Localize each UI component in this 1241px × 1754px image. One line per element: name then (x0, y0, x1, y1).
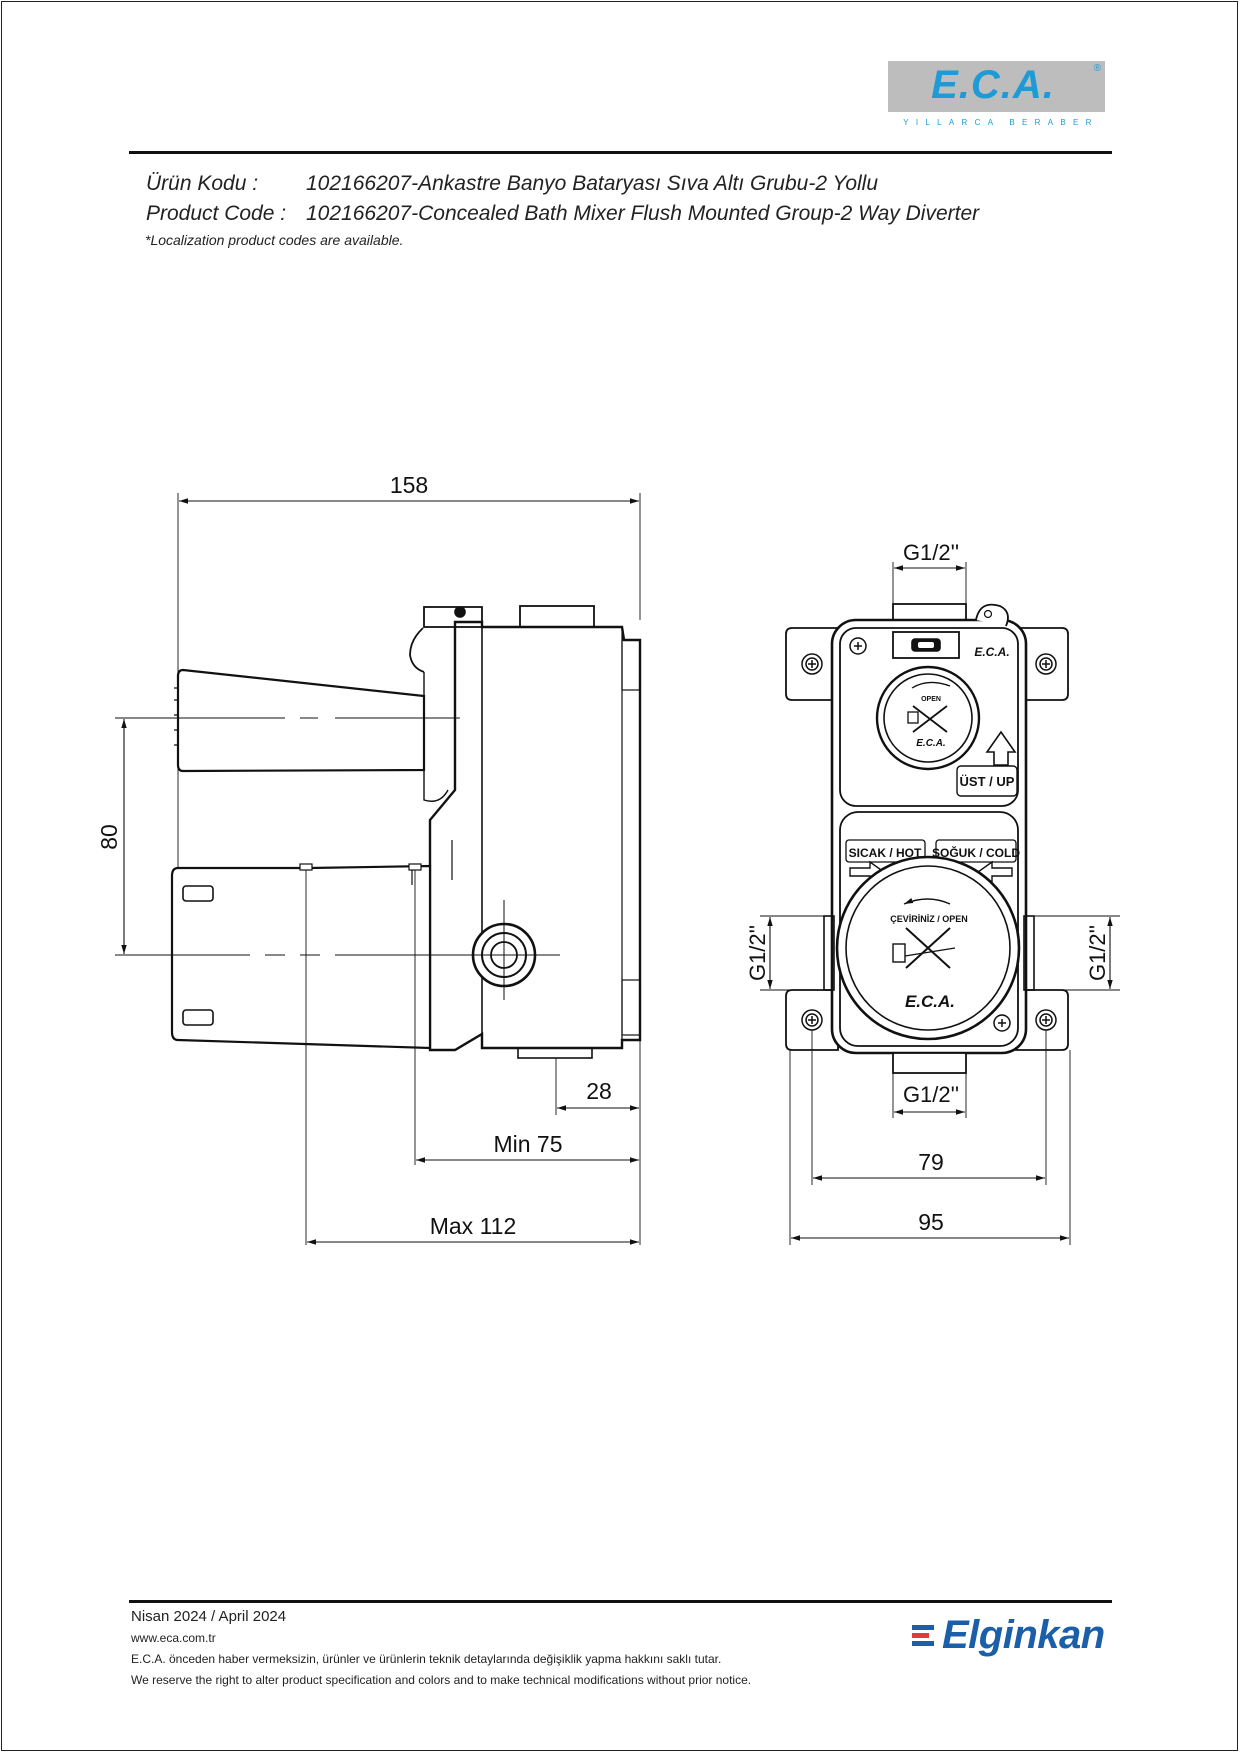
product-code-label-en: Product Code : (146, 202, 287, 225)
open-top-label: OPEN (921, 696, 941, 703)
dim-max-label: Max 112 (430, 1213, 517, 1239)
dim-80-label: 80 (96, 824, 122, 850)
localization-note: *Localization product codes are availabl… (145, 232, 404, 248)
eca-tagline: YILLARCA BERABER (903, 118, 1099, 127)
product-code-label-tr: Ürün Kodu : (146, 172, 259, 195)
thread-top-label: G1/2'' (903, 540, 959, 565)
publish-date: Nisan 2024 / April 2024 (131, 1608, 287, 1625)
dim-158-label: 158 (390, 472, 428, 498)
open-main-label: ÇEVİRİNİZ / OPEN (890, 914, 968, 924)
top-cap-logo: E.C.A. (916, 738, 945, 749)
footer-rule (129, 1600, 1112, 1603)
thread-left-label: G1/2'' (745, 925, 770, 981)
dim-95-label: 95 (918, 1209, 944, 1235)
eca-logo-text: E.C.A. (931, 63, 1055, 107)
product-code-value-tr: 102166207-Ankastre Banyo Bataryası Sıva … (306, 172, 879, 195)
thread-bottom-label: G1/2'' (903, 1082, 959, 1107)
elginkan-logo: Elginkan (912, 1613, 1105, 1658)
product-code-value-en: 102166207-Concealed Bath Mixer Flush Mou… (306, 202, 980, 225)
thread-right-label: G1/2'' (1085, 925, 1110, 981)
dim-min-label: Min 75 (493, 1131, 562, 1157)
dim-79-label: 79 (918, 1149, 944, 1175)
cold-label: SOĞUK / COLD (932, 845, 1020, 860)
elginkan-name: Elginkan (942, 1613, 1105, 1657)
registered-mark: ® (1093, 63, 1101, 74)
header-rule (129, 151, 1112, 154)
body-logo: E.C.A. (974, 645, 1009, 659)
eca-logo: E.C.A. ® (888, 61, 1105, 112)
up-label: ÜST / UP (960, 774, 1015, 789)
dim-28-label: 28 (586, 1078, 612, 1104)
hot-label: SICAK / HOT (849, 846, 922, 860)
disclaimer-en: We reserve the right to alter product sp… (131, 1673, 752, 1687)
main-cap-logo: E.C.A. (905, 992, 955, 1011)
side-view (115, 493, 642, 1245)
elginkan-mark-icon (912, 1624, 936, 1647)
website-link[interactable]: www.eca.com.tr (131, 1631, 216, 1645)
disclaimer-tr: E.C.A. önceden haber vermeksizin, ürünle… (131, 1652, 722, 1666)
front-view (760, 562, 1120, 1245)
